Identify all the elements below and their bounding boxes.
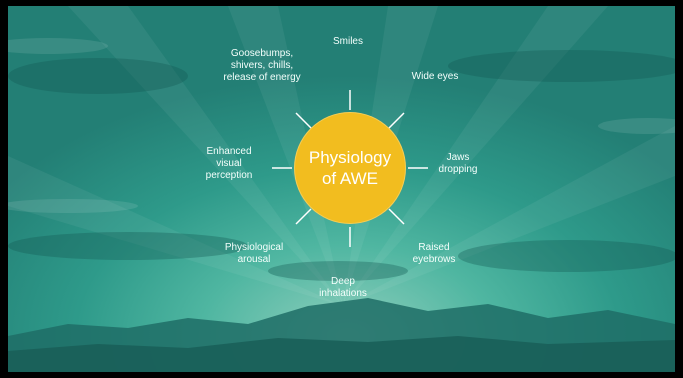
- label-physiological-arousal: Physiological arousal: [216, 242, 292, 266]
- spoke-bottom-left: [296, 209, 311, 224]
- center-title: Physiology of AWE: [302, 147, 398, 189]
- label-deep-inhalations: Deep inhalations: [308, 276, 378, 300]
- spoke-top-right: [389, 113, 404, 128]
- slide: Physiology of AWE Smiles Wide eyes Jaws …: [8, 6, 675, 372]
- spoke-bottom-right: [389, 209, 404, 224]
- label-jaws-dropping: Jaws dropping: [432, 152, 484, 176]
- label-raised-eyebrows: Raised eyebrows: [406, 242, 462, 266]
- label-smiles: Smiles: [318, 36, 378, 48]
- spoke-top-left: [296, 113, 311, 128]
- label-goosebumps: Goosebumps, shivers, chills, release of …: [216, 48, 308, 84]
- center-hub: Physiology of AWE: [294, 112, 406, 224]
- label-wide-eyes: Wide eyes: [400, 71, 470, 83]
- label-enhanced-visual-perception: Enhanced visual perception: [194, 146, 264, 182]
